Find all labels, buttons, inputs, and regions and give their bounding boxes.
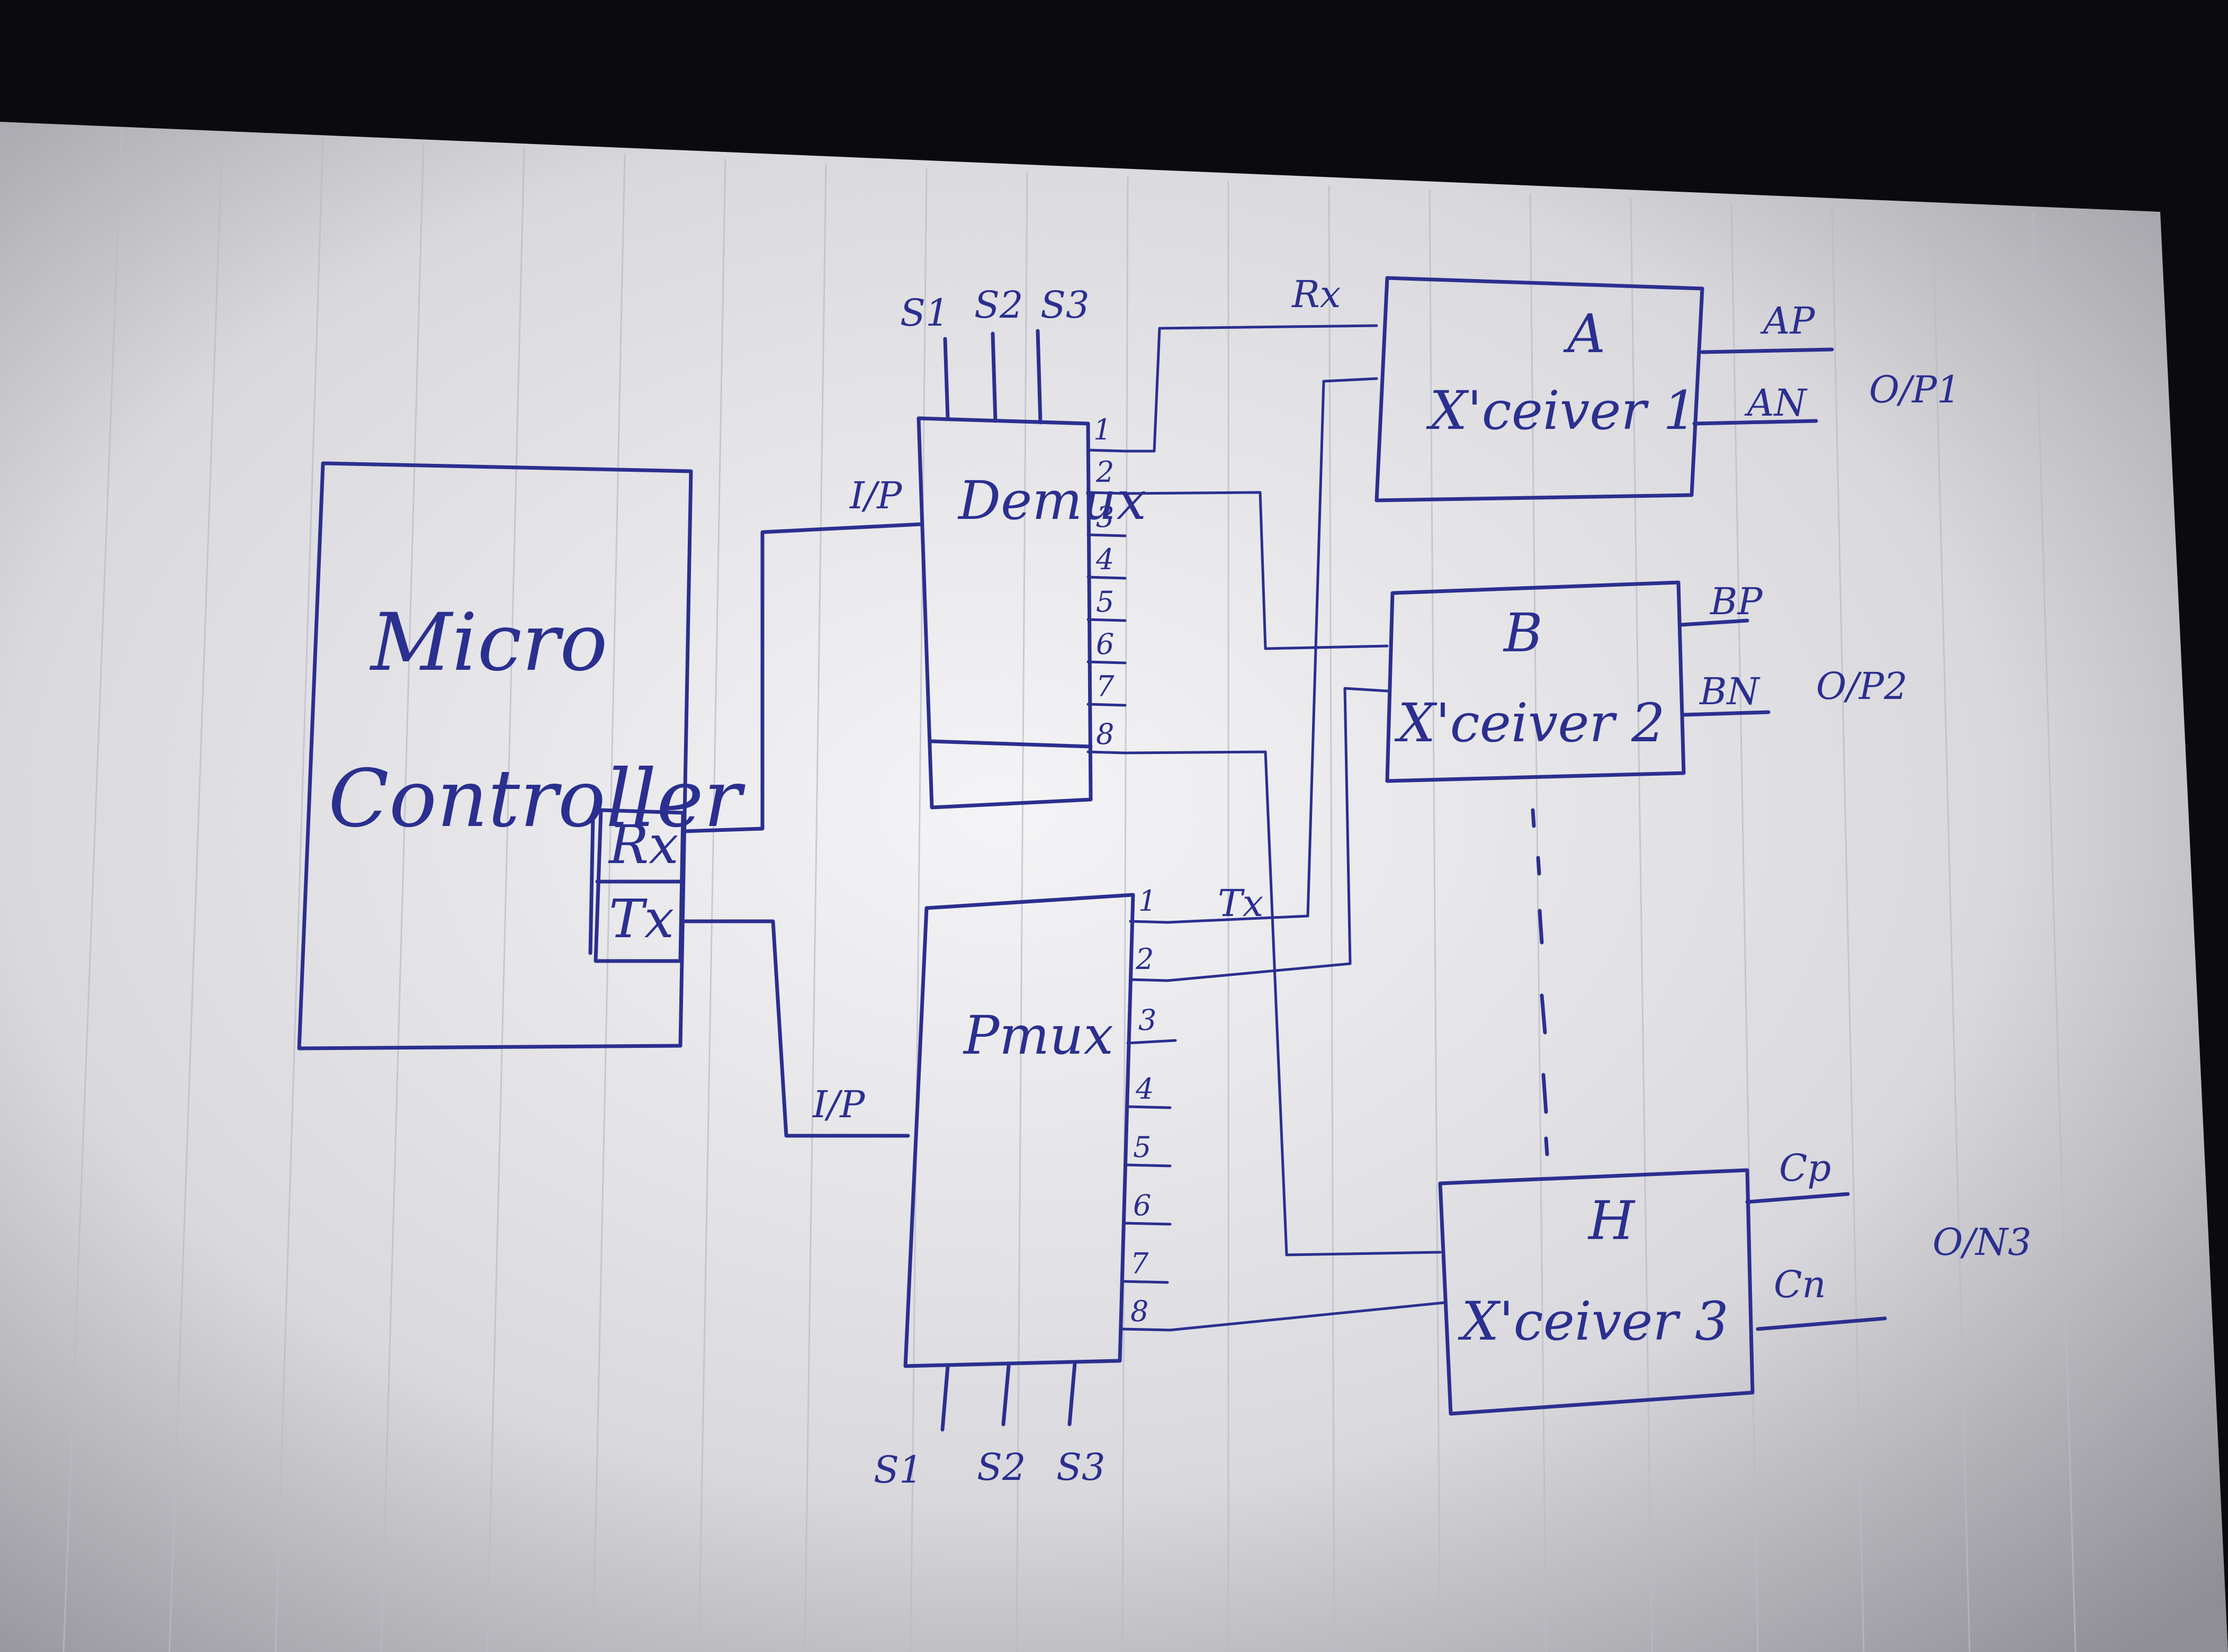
pmux-input-label: I/P xyxy=(812,1083,866,1126)
mc-rx-port-label: Rx xyxy=(608,814,679,876)
demux-pin-8: 8 xyxy=(1096,717,1114,751)
transceiver-2-block: B X'ceiver 2 BP BN O/P2 xyxy=(1385,580,1908,783)
demux-select-s2: S2 xyxy=(974,283,1023,327)
pmux-block: Pmux I/P S1 S2 S3 1 2 3 4 5 6 7 8 xyxy=(812,884,1177,1492)
demux-select-s1: S1 xyxy=(900,291,949,335)
tx-signal-label: Tx xyxy=(1218,882,1263,925)
pmux-pin-4: 4 xyxy=(1135,1072,1154,1106)
demux-block: Demux I/P S1 S2 S3 1 2 3 4 5 6 7 8 xyxy=(849,283,1146,810)
microcontroller-label-line2: Controller xyxy=(328,753,746,845)
wires xyxy=(681,324,1447,1332)
transceiver-1-group-label: O/P1 xyxy=(1869,368,1961,411)
paper-sheet xyxy=(0,122,2228,1652)
transceiver-3-id: H xyxy=(1587,1190,1636,1252)
transceiver-1-name: X'ceiver 1 xyxy=(1426,380,1697,442)
pmux-pin-8: 8 xyxy=(1130,1295,1148,1328)
microcontroller-label-line1: Micro xyxy=(369,597,608,689)
demux-pin-1: 1 xyxy=(1093,413,1111,446)
transceiver-1-output-n: AN xyxy=(1744,381,1808,425)
transceiver-1-block: A X'ceiver 1 AP AN O/P1 xyxy=(1374,276,1961,502)
demux-select-s3: S3 xyxy=(1040,283,1090,327)
demux-pin-3: 3 xyxy=(1096,500,1114,534)
transceiver-1-id: A xyxy=(1563,303,1605,365)
pmux-pin-1: 1 xyxy=(1138,884,1156,918)
demux-pin-2: 2 xyxy=(1095,455,1114,489)
demux-pin-5: 5 xyxy=(1096,585,1114,618)
pmux-title: Pmux xyxy=(963,1004,1113,1066)
transceiver-2-output-p: BP xyxy=(1709,580,1763,623)
transceiver-1-output-p: AP xyxy=(1760,299,1816,343)
transceiver-3-output-n: Cn xyxy=(1774,1263,1826,1306)
pmux-pin-5: 5 xyxy=(1133,1130,1151,1164)
pmux-pin-3: 3 xyxy=(1138,1003,1156,1037)
ellipsis-dashes xyxy=(1531,808,1549,1156)
transceiver-3-output-p: Cp xyxy=(1779,1146,1831,1190)
mc-tx-port-label: Tx xyxy=(609,888,674,950)
transceiver-2-group-label: O/P2 xyxy=(1816,665,1908,708)
demux-pin-6: 6 xyxy=(1096,627,1114,661)
pmux-select-s3: S3 xyxy=(1056,1446,1106,1489)
transceiver-3-name: X'ceiver 3 xyxy=(1458,1290,1729,1352)
transceiver-2-name: X'ceiver 2 xyxy=(1394,692,1665,754)
demux-title: Demux xyxy=(957,470,1146,532)
transceiver-3-block: H X'ceiver 3 Cp Cn O/N3 xyxy=(1438,1146,2032,1416)
transceiver-3-group-label: O/N3 xyxy=(1933,1220,2032,1264)
demux-input-label: I/P xyxy=(849,474,903,517)
transceiver-2-output-n: BN xyxy=(1699,670,1760,713)
pmux-pins: 1 2 3 4 5 6 7 8 xyxy=(1120,884,1177,1332)
pmux-select-s2: S2 xyxy=(977,1446,1026,1489)
demux-pin-4: 4 xyxy=(1095,543,1114,576)
pmux-pin-7: 7 xyxy=(1130,1247,1149,1280)
rx-signal-label: Rx xyxy=(1291,273,1341,316)
microcontroller-block: Micro Controller Rx Tx xyxy=(297,461,746,1051)
demux-pins: 1 2 3 4 5 6 7 8 xyxy=(1086,413,1127,755)
pmux-pin-2: 2 xyxy=(1135,942,1154,976)
pmux-pin-6: 6 xyxy=(1133,1189,1151,1222)
demux-pin-7: 7 xyxy=(1096,670,1115,703)
pmux-select-s1: S1 xyxy=(874,1448,923,1492)
notebook-rules xyxy=(62,127,2077,1652)
transceiver-2-id: B xyxy=(1503,602,1543,664)
